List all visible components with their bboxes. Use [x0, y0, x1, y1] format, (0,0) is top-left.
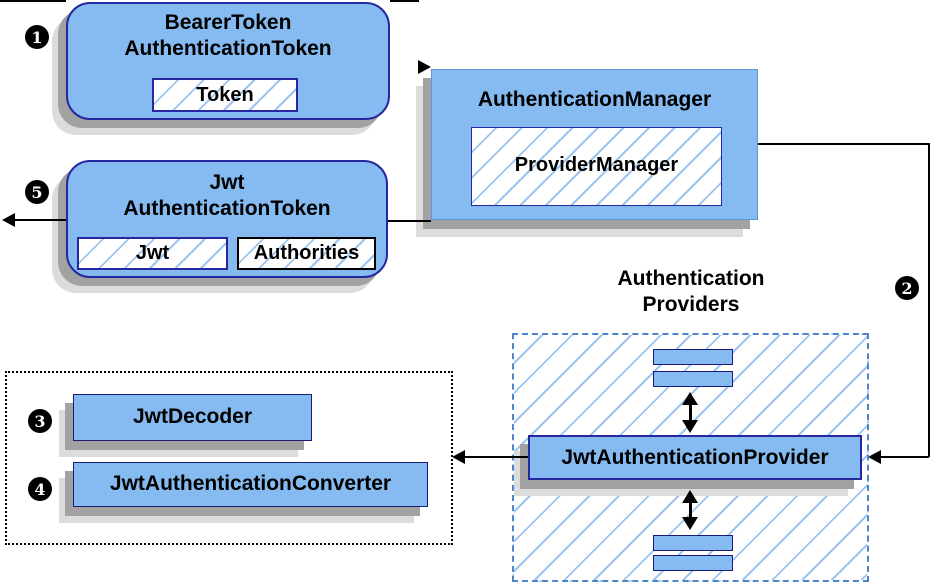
provider-in-arrowhead-icon	[868, 450, 881, 464]
provider-placeholder-bar-2	[653, 371, 733, 387]
step-5-badge: 5	[25, 180, 49, 204]
step-4-number: 4	[34, 479, 46, 499]
arrow-shaft	[688, 402, 692, 423]
arrow-up-head-icon	[682, 490, 698, 503]
manager-to-provider-line-top	[758, 143, 930, 145]
authentication-manager-title: AuthenticationManager	[477, 88, 712, 111]
manager-to-provider-line-bottom	[880, 456, 929, 458]
bearer-token-node-title: BearerToken AuthenticationToken	[68, 4, 388, 62]
converter-group-arrowhead-icon	[452, 450, 465, 464]
provider-manager-box: ProviderManager	[471, 127, 722, 206]
arrow-shaft	[688, 500, 692, 520]
arrow-down-head-icon	[682, 517, 698, 530]
step-1-badge: 1	[25, 25, 49, 49]
authorities-field: Authorities	[237, 237, 376, 270]
jwt-decoder-node: JwtDecoder	[73, 394, 312, 441]
authentication-providers-group: JwtAuthenticationProvider	[512, 333, 869, 582]
outgoing-response-line	[12, 219, 66, 221]
arrow-up-head-icon	[682, 392, 698, 405]
providers-heading-line2: Providers	[642, 293, 740, 316]
jwt-authentication-converter-node: JwtAuthenticationConverter	[73, 462, 428, 507]
step-3-badge: 3	[28, 409, 52, 433]
jwt-authentication-token-node: Jwt AuthenticationToken Jwt Authorities	[66, 160, 388, 278]
step-1-number: 1	[31, 27, 43, 47]
step-2-badge: 2	[895, 276, 919, 300]
provider-placeholder-bar-3	[653, 535, 733, 551]
jwt-token-title-line2: AuthenticationToken	[123, 197, 331, 220]
arrow-down-head-icon	[682, 420, 698, 433]
jwt-token-node-title: Jwt AuthenticationToken	[68, 162, 386, 222]
provider-try-arrow-top-icon	[682, 392, 698, 433]
jwt-authentication-provider-node: JwtAuthenticationProvider	[528, 435, 862, 480]
authentication-providers-heading: Authentication Providers	[576, 266, 806, 318]
step-4-badge: 4	[28, 477, 52, 501]
bearer-to-manager-arrowhead-icon	[418, 60, 431, 74]
bearer-token-title-line1: BearerToken	[164, 11, 292, 34]
providers-heading-line1: Authentication	[617, 267, 765, 290]
provider-to-converter-line	[465, 456, 528, 458]
token-field: Token	[152, 78, 298, 112]
step-3-number: 3	[34, 411, 46, 431]
bearer-token-authentication-token-node: BearerToken AuthenticationToken Token	[66, 2, 390, 120]
decoder-converter-group: JwtDecoder JwtAuthenticationConverter	[5, 371, 453, 545]
incoming-request-line	[0, 0, 66, 2]
bearer-token-title-line2: AuthenticationToken	[124, 37, 332, 60]
provider-placeholder-bar-4	[653, 555, 733, 571]
manager-to-jwt-token-line	[388, 220, 431, 222]
jwt-token-title-line1: Jwt	[209, 171, 245, 194]
outgoing-response-arrowhead-icon	[2, 213, 15, 227]
bearer-to-manager-line	[390, 0, 419, 2]
manager-to-provider-line-vertical	[928, 143, 930, 457]
step-2-number: 2	[901, 278, 913, 298]
jwt-field: Jwt	[77, 237, 228, 270]
provider-try-arrow-bottom-icon	[682, 490, 698, 530]
step-5-number: 5	[31, 182, 43, 202]
provider-placeholder-bar-1	[653, 349, 733, 365]
authentication-manager-node: AuthenticationManager ProviderManager	[431, 69, 758, 220]
